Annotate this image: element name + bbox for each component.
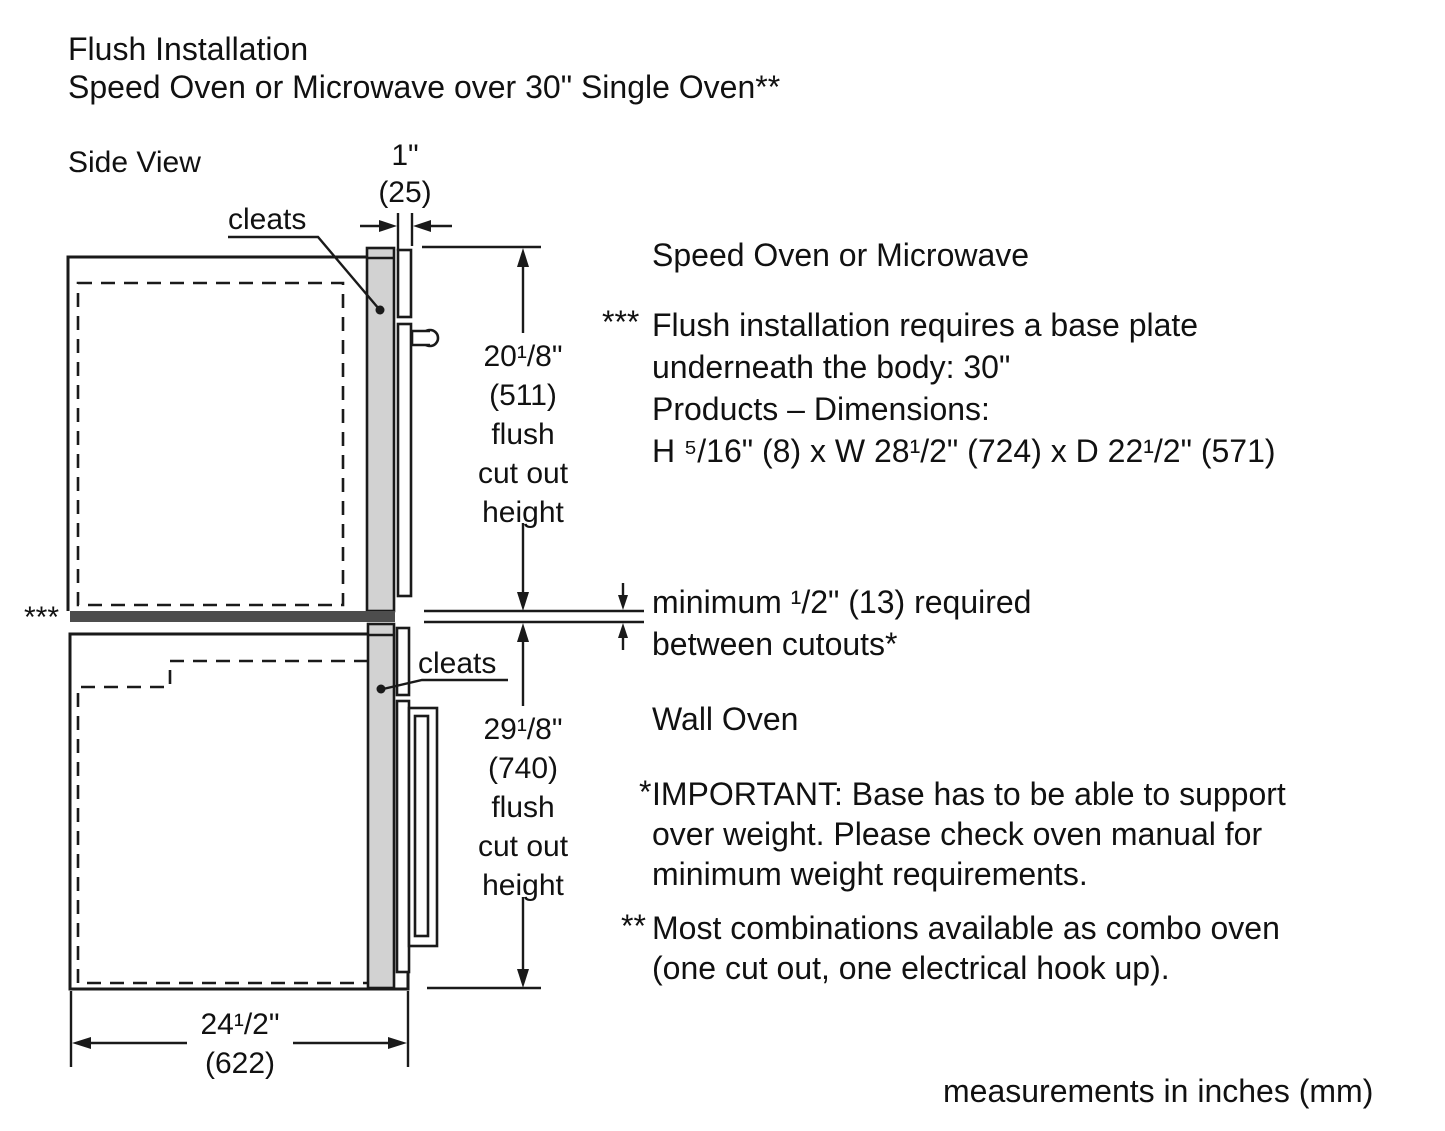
combo-note-line1: Most combinations available as combo ove… [652,910,1280,946]
upper-dim-caption-1: flush [491,418,555,451]
lower-appliance-heading: Wall Oven [652,701,799,737]
flush-note-line1: Flush installation requires a base plate [652,307,1199,343]
upper-cutout-dim-text: 20¹/8" (511) flush cut out height [431,337,615,532]
side-view-label: Side View [68,146,201,179]
gap-note-line1: minimum ¹/2" (13) required [652,584,1032,620]
upper-dim-caption-3: height [482,496,564,529]
lower-cleats-leader [376,678,508,694]
upper-cleats-leader [228,235,385,315]
base-plate [70,611,395,622]
important-note-line3: minimum weight requirements. [652,856,1088,892]
width-dim-mm: (622) [204,1047,276,1080]
lower-dim-inches: 29¹/8" [483,713,563,746]
combo-note: Most combinations available as combo ove… [652,908,1280,988]
lower-dim-caption-2: cut out [477,830,569,863]
upper-appliance-heading: Speed Oven or Microwave [652,237,1030,273]
base-plate-marker: *** [24,601,60,634]
combo-note-line2: (one cut out, one electrical hook up). [652,950,1170,986]
lower-dim-caption-1: flush [491,791,555,824]
lower-height-dimension [427,623,541,990]
flush-note-line2: underneath the body: 30" [652,349,1011,385]
flush-note: Flush installation requires a base plate… [652,304,1276,472]
min-gap-arrows [618,583,628,650]
upper-door-panel [396,248,413,598]
page-title-line1: Flush Installation [68,31,309,67]
top-gap-dim-mm: (25) [378,176,432,209]
upper-height-dimension [422,245,541,611]
lower-oven-outline [68,632,410,991]
lower-cutout-dim-text: 29¹/8" (740) flush cut out height [431,710,615,905]
upper-dim-caption-2: cut out [477,457,569,490]
important-note-line1: IMPORTANT: Base has to be able to suppor… [652,776,1286,812]
gap-note: minimum ¹/2" (13) required between cutou… [652,581,1031,665]
cutout-gap-lines [424,609,644,624]
lower-dim-caption-3: height [482,869,564,902]
important-note-marker: * [639,774,652,810]
important-note-line2: over weight. Please check oven manual fo… [652,816,1263,852]
top-gap-dim-inches: 1" [391,139,419,172]
lower-oven-dashed-body [76,659,368,985]
combo-note-marker: ** [621,908,646,944]
flush-note-marker: *** [602,304,640,340]
width-dimension [69,991,410,1067]
lower-cleat-bar [366,622,396,990]
cleats-lower-label: cleats [418,647,497,680]
upper-oven-dashed-body [76,281,345,607]
width-dim-inches: 24¹/2" [200,1008,280,1041]
flush-note-line4: H ⁵/16" (8) x W 28¹/2" (724) x D 22¹/2" … [652,433,1276,469]
cleats-upper-label: cleats [228,203,307,236]
upper-oven-outline [66,255,367,611]
upper-cleat-bar [365,246,396,613]
important-note: IMPORTANT: Base has to be able to suppor… [652,774,1286,894]
flush-note-line3: Products – Dimensions: [652,391,990,427]
units-note: measurements in inches (mm) [943,1073,1374,1109]
page-title-line2: Speed Oven or Microwave over 30" Single … [68,69,781,105]
one-inch-dimension [360,213,452,251]
lower-door-panel [395,626,439,974]
gap-note-line2: between cutouts* [652,626,898,662]
upper-dim-inches: 20¹/8" [483,340,563,373]
upper-dim-mm: (511) [489,379,557,412]
upper-door-handle-icon [410,328,440,348]
lower-dim-mm: (740) [487,752,559,785]
